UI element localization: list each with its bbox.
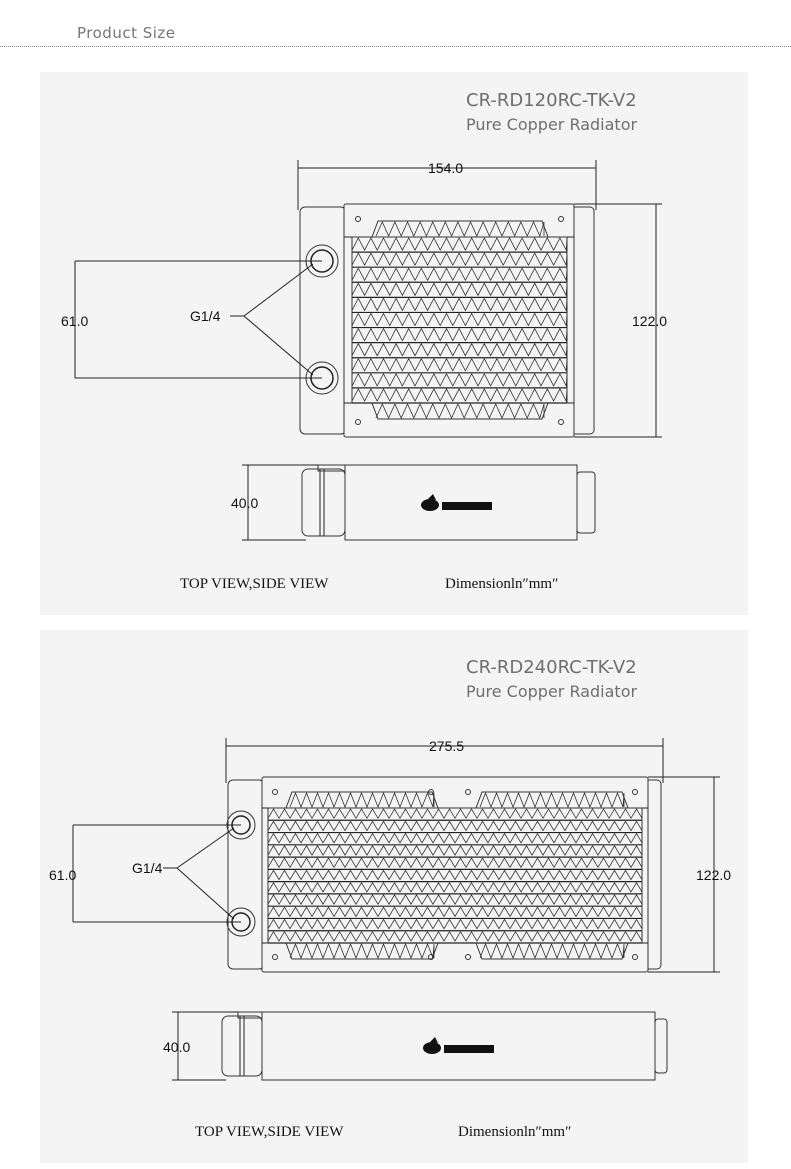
model-subtitle: Pure Copper Radiator: [466, 115, 637, 134]
height-dimension: 122.0: [696, 867, 731, 883]
screw-hole-icon: [428, 954, 434, 960]
fin-row: [267, 930, 643, 942]
thickness-dimension: 40.0: [231, 495, 258, 511]
fin-row: [351, 282, 568, 297]
model-subtitle: Pure Copper Radiator: [466, 682, 637, 701]
screw-hole-icon: [355, 419, 361, 425]
logo-ear: [430, 1037, 438, 1043]
shroud-fins: [289, 942, 435, 960]
port-thread-label: G1/4: [132, 860, 163, 876]
screw-hole-icon: [465, 789, 471, 795]
fin-row: [351, 388, 568, 403]
side-end-cap: [654, 1018, 668, 1074]
leader-arrow: [243, 315, 314, 376]
leader-arrow: [176, 867, 235, 920]
thickness-dimension: 40.0: [163, 1039, 190, 1055]
unit-label: Dimensionln″mm″: [445, 576, 558, 592]
fin-row: [351, 357, 568, 373]
fin-row: [351, 237, 568, 252]
screw-hole-icon: [272, 789, 278, 795]
leader-arrow: [243, 263, 314, 317]
dotted-divider: [0, 46, 791, 47]
shroud-bottom: [285, 942, 439, 960]
fin-row: [267, 906, 643, 918]
logo-wordmark: [442, 502, 492, 510]
model-name: CR-RD120RC-TK-V2: [466, 90, 637, 111]
radiator-240-drawing: [72, 738, 720, 1081]
shroud-fins: [375, 403, 545, 420]
fin-row: [351, 342, 568, 358]
fin-row: [267, 881, 643, 893]
fin-row: [351, 267, 568, 282]
screw-hole-icon: [558, 216, 564, 222]
bykski-logo-icon: [421, 494, 492, 511]
width-dimension: 154.0: [428, 160, 463, 176]
screw-hole-icon: [632, 789, 638, 795]
fin-row: [351, 372, 568, 388]
fin-row: [267, 894, 643, 905]
bykski-logo-icon: [423, 1037, 494, 1054]
shroud-fins: [479, 791, 625, 809]
fin-row: [351, 327, 568, 343]
width-dimension: 275.5: [429, 738, 464, 754]
port-spacing-dimension: 61.0: [49, 867, 76, 883]
screw-hole-icon: [632, 954, 638, 960]
fin-row: [267, 857, 643, 869]
model-name: CR-RD240RC-TK-V2: [466, 657, 637, 678]
view-label: TOP VIEW,SIDE VIEW: [195, 1124, 344, 1140]
screw-hole-icon: [355, 216, 361, 222]
port-spacing-dimension: 61.0: [61, 313, 88, 329]
shroud-fins: [375, 221, 545, 238]
fin-row: [267, 832, 643, 844]
fin-row: [351, 252, 568, 267]
left-end-tank: [227, 779, 265, 970]
side-end-tank: [221, 1015, 263, 1077]
leader-arrow: [176, 827, 235, 869]
logo-ear: [428, 494, 436, 500]
side-end-cap: [576, 471, 596, 534]
fin-row: [267, 918, 643, 930]
fin-row: [267, 808, 643, 820]
shroud-bottom: [371, 402, 549, 420]
shroud-top: [475, 791, 629, 809]
fin-row: [351, 312, 568, 327]
shroud-bottom: [475, 942, 629, 960]
fin-row: [267, 820, 643, 832]
fin-row: [267, 869, 643, 881]
fin-row: [351, 297, 568, 312]
logo-mark: [421, 499, 439, 511]
view-label: TOP VIEW,SIDE VIEW: [180, 576, 329, 592]
port-thread-label: G1/4: [190, 308, 221, 324]
logo-mark: [423, 1042, 441, 1054]
screw-hole-icon: [272, 954, 278, 960]
logo-wordmark: [444, 1045, 494, 1053]
screw-hole-icon: [428, 789, 434, 795]
radiator-body: [343, 203, 575, 438]
fin-row: [267, 845, 643, 856]
shroud-fins: [289, 791, 435, 809]
left-end-tank: [299, 206, 347, 435]
unit-label: Dimensionln″mm″: [458, 1124, 571, 1140]
height-dimension: 122.0: [632, 313, 667, 329]
screw-hole-icon: [558, 419, 564, 425]
shroud-top: [285, 791, 439, 809]
shroud-fins: [479, 942, 625, 960]
section-title: Product Size: [77, 24, 176, 42]
radiator-120-drawing: [74, 160, 662, 541]
screw-hole-icon: [465, 954, 471, 960]
shroud-top: [371, 220, 549, 238]
